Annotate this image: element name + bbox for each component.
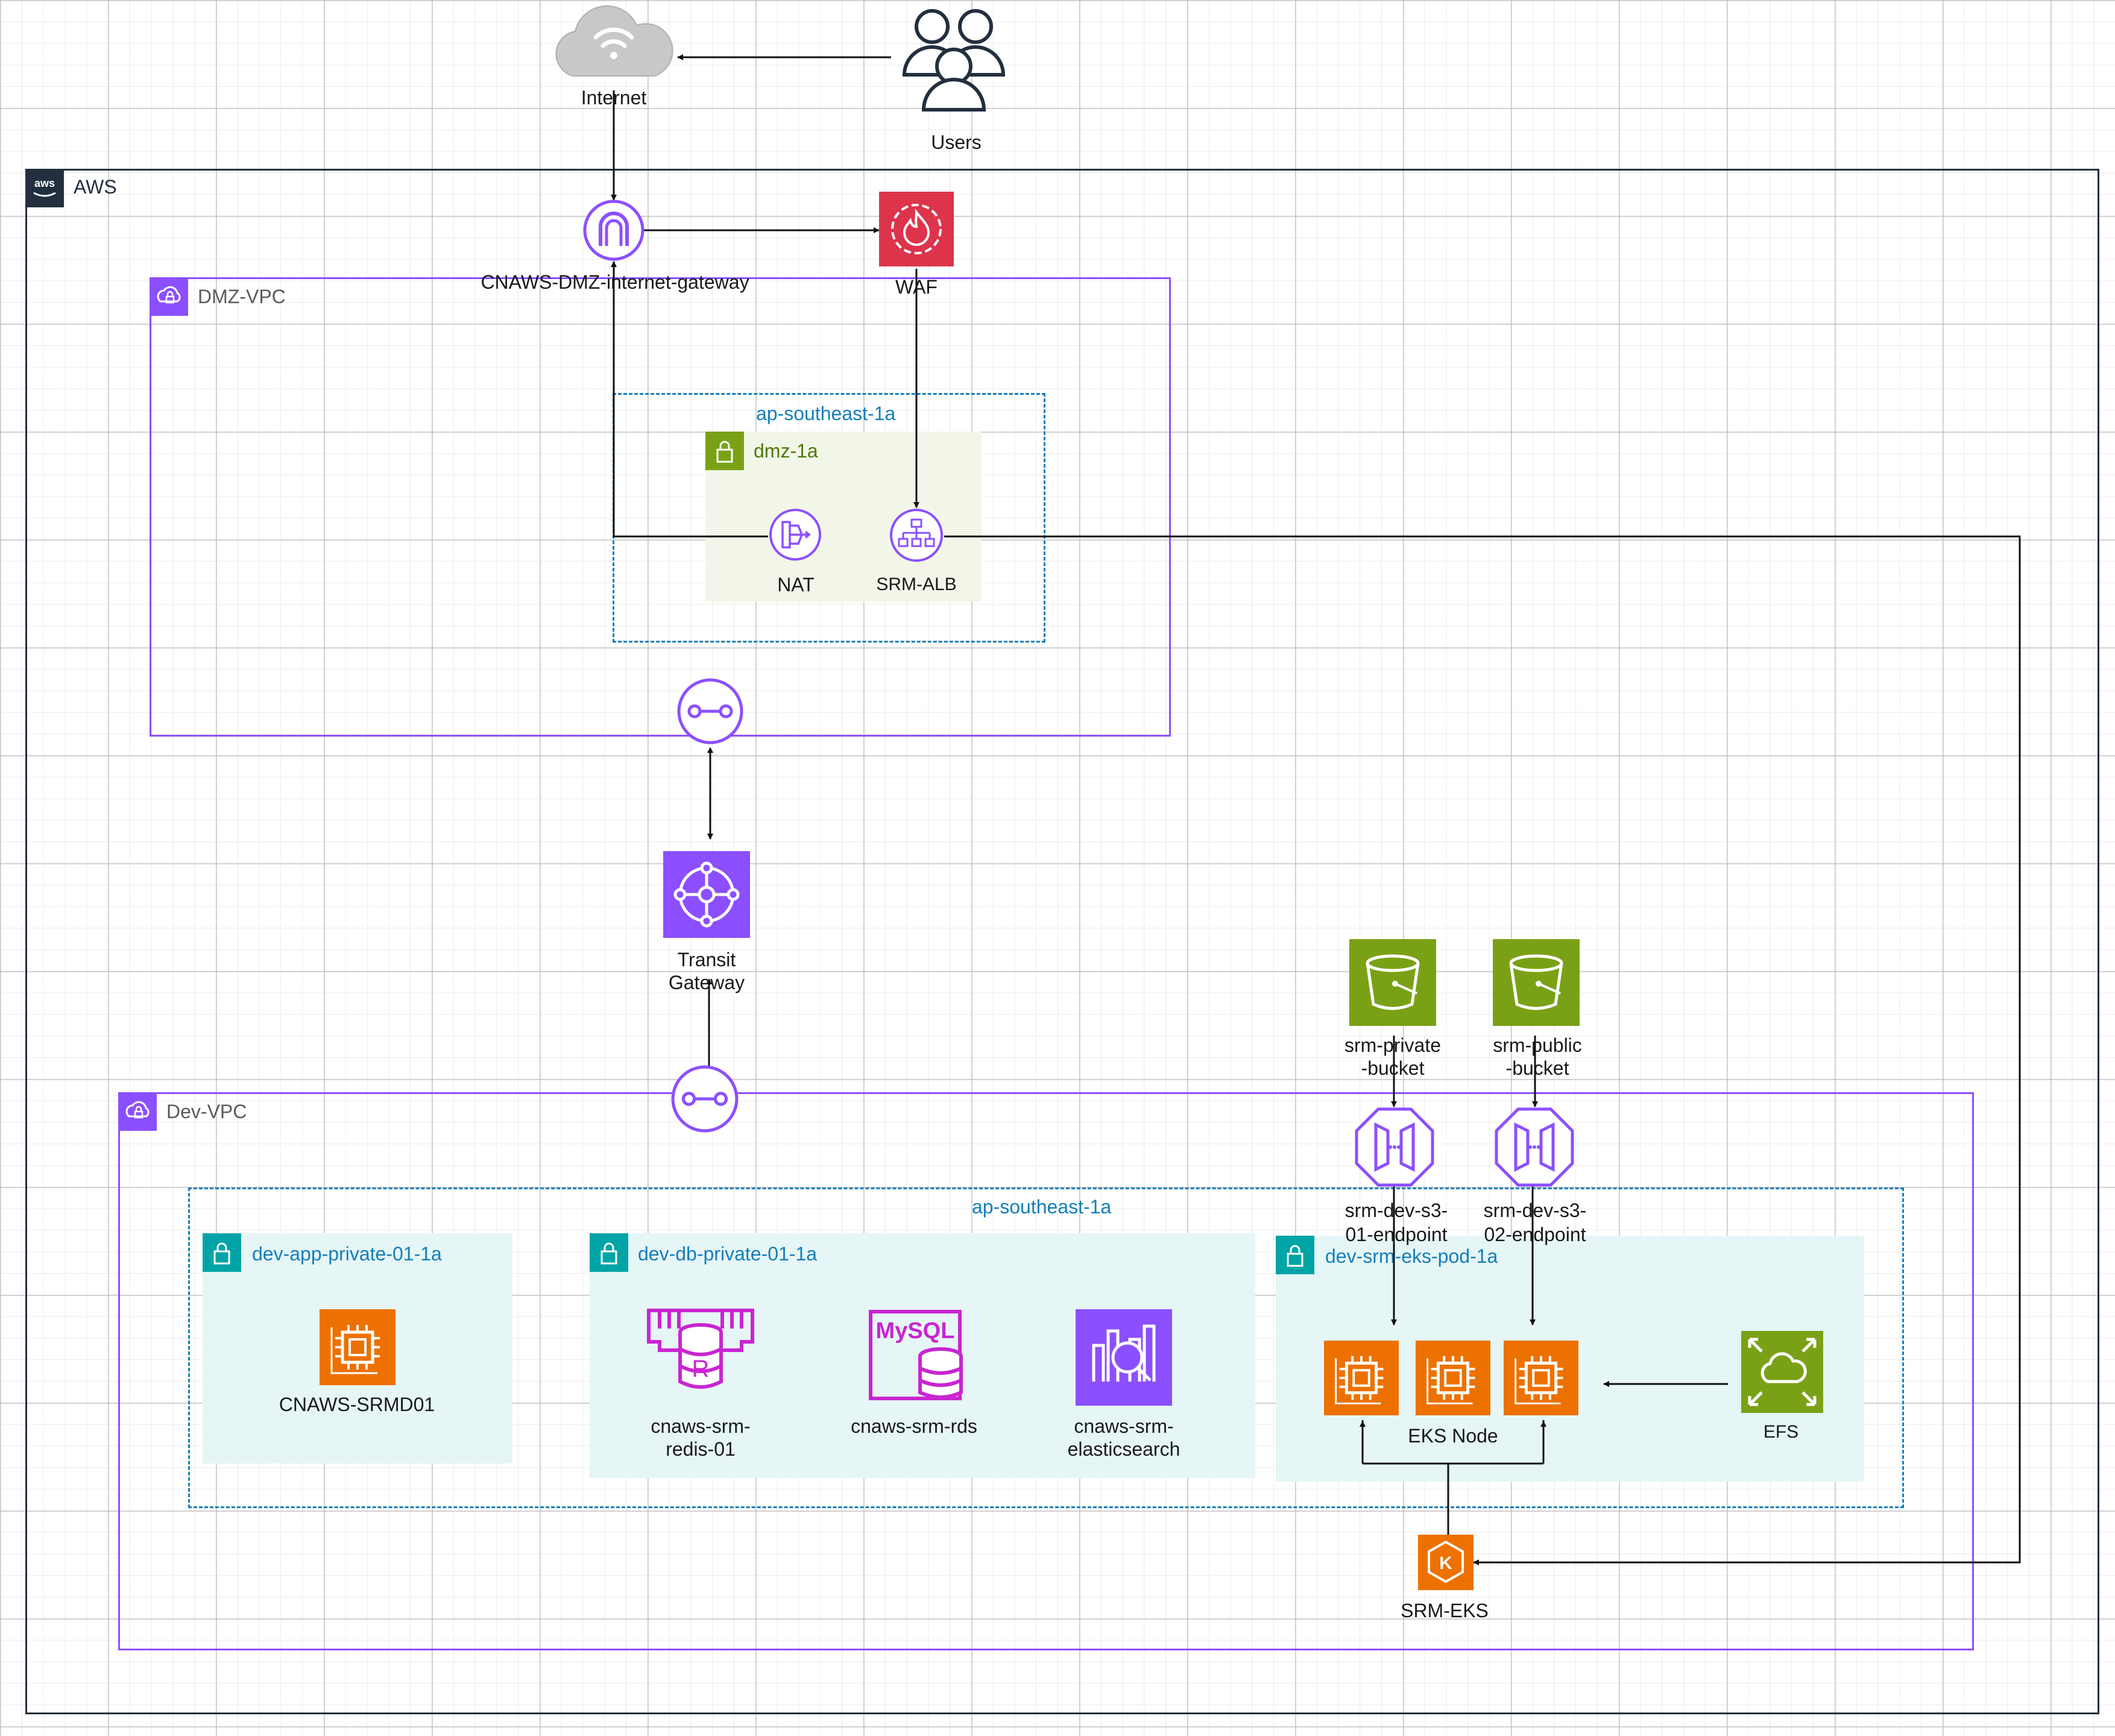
es-label-line1: cnaws-srm- [1074,1415,1174,1437]
elasticache-redis-icon[interactable]: R [645,1304,756,1394]
users-label: Users [931,131,982,153]
redis-label-line1: cnaws-srm- [651,1415,751,1437]
s3-bucket-icon[interactable] [1349,939,1436,1026]
endpoint2-label-line2: 02-endpoint [1484,1224,1586,1245]
s3-bucket-icon[interactable] [1493,939,1580,1026]
eks-node-icon[interactable] [1324,1341,1399,1415]
vpc-icon [118,1092,157,1131]
private-subnet-lock-icon [203,1233,241,1272]
efs-label: EFS [1763,1422,1799,1442]
eks-subnet-label: dev-srm-eks-pod-1a [1325,1245,1498,1267]
rds-label: cnaws-srm-rds [851,1415,977,1437]
ec2-app-label: CNAWS-SRMD01 [279,1394,435,1415]
public-bucket-label-line1: srm-public [1493,1034,1582,1056]
internet-cloud-icon [555,5,673,77]
internet-label: Internet [581,87,647,108]
ec2-instance-icon[interactable] [320,1309,396,1385]
svg-text:aws: aws [34,177,55,189]
eks-node-icon[interactable] [1416,1341,1490,1415]
vpc-endpoint-icon[interactable] [1354,1107,1435,1187]
aws-cloud-group [25,169,2099,1714]
aws-group-label: AWS [74,176,117,198]
private-subnet-lock-icon [590,1233,628,1272]
eks-node-label: EKS Node [1408,1425,1498,1447]
aws-logo-icon: aws [25,169,64,207]
private-bucket-label-line1: srm-private [1344,1034,1442,1056]
tgw-attachment-icon[interactable] [670,1065,739,1133]
private-bucket-label-line2: -bucket [1361,1057,1425,1079]
dmz-az-label: ap-southeast-1a [756,403,896,424]
endpoint1-label-line1: srm-dev-s3- [1344,1200,1448,1221]
vpc-endpoint-icon[interactable] [1494,1107,1575,1187]
app-subnet-label: dev-app-private-01-1a [252,1243,442,1265]
redis-icon-letter: R [692,1356,710,1382]
srm-eks-label: SRM-EKS [1401,1600,1489,1621]
tgw-attachment-icon[interactable] [676,678,744,745]
private-subnet-lock-icon [1276,1236,1314,1274]
endpoint1-label-line2: 01-endpoint [1345,1224,1448,1245]
eks-icon-letter: K [1439,1553,1452,1573]
transit-gateway-icon[interactable] [663,851,750,938]
nat-label: NAT [777,574,815,596]
nat-gateway-icon[interactable] [768,508,822,562]
tgw-label-line1: Transit [677,949,736,970]
eks-cluster-icon[interactable]: K [1418,1535,1474,1590]
rds-mysql-icon[interactable]: MySQL [865,1308,967,1403]
eks-node-icon[interactable] [1504,1341,1578,1415]
opensearch-icon[interactable] [1076,1309,1172,1406]
endpoint2-label-line1: srm-dev-s3- [1483,1200,1587,1221]
internet-gateway-icon[interactable] [582,199,645,262]
efs-icon[interactable] [1741,1331,1823,1413]
redis-label-line2: redis-01 [666,1438,736,1460]
tgw-label-line2: Gateway [668,972,745,993]
waf-label: WAF [895,276,938,298]
db-subnet-label: dev-db-private-01-1a [638,1243,818,1265]
public-subnet-lock-icon [705,432,744,470]
igw-label: CNAWS-DMZ-internet-gateway [481,271,749,293]
es-label-line2: elasticsearch [1067,1438,1180,1460]
users-icon [902,9,1006,112]
alb-label: SRM-ALB [876,574,957,594]
load-balancer-icon[interactable] [889,508,944,563]
vpc-icon [150,277,188,316]
dmz-subnet-label: dmz-1a [754,440,818,462]
dev-az-label: ap-southeast-1a [972,1196,1112,1218]
dmz-vpc-label: DMZ-VPC [198,286,286,307]
rds-icon-text: MySQL [876,1318,955,1344]
dev-vpc-label: Dev-VPC [166,1101,247,1122]
public-bucket-label-line2: -bucket [1505,1057,1569,1079]
waf-icon[interactable] [879,192,954,266]
